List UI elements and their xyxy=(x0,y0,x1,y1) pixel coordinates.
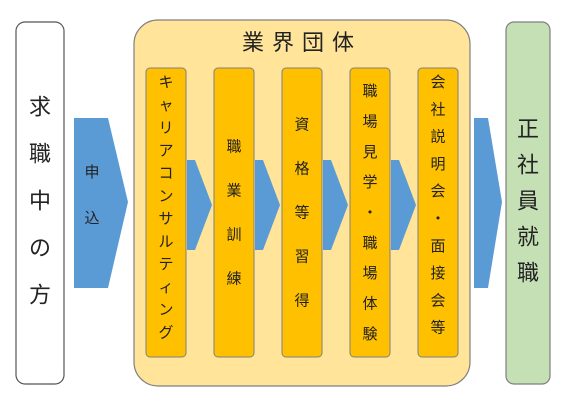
step-label-char: キ xyxy=(158,73,173,91)
step-label-char: 訓 xyxy=(226,226,241,244)
apply-arrow-label-char: 込 xyxy=(84,209,99,227)
step-label-char: 接 xyxy=(430,264,445,282)
step-label-char: 職 xyxy=(362,82,377,100)
step-label-char: 習 xyxy=(294,248,309,266)
end-box-label-char: 員 xyxy=(517,190,539,215)
end-box-label-char: 就 xyxy=(517,226,539,251)
step-label-char: サ xyxy=(158,210,173,228)
step-label-char: 練 xyxy=(226,270,241,288)
step-label-char: 験 xyxy=(362,325,377,343)
step-label-char: リ xyxy=(158,119,173,137)
step-connector-arrow xyxy=(187,160,212,250)
step-label-char: 格 xyxy=(294,160,309,178)
start-box-label-char: 方 xyxy=(29,284,51,309)
step-box-rect xyxy=(145,67,187,358)
step-label-char: 面 xyxy=(430,237,445,255)
start-box-label-char: 求 xyxy=(29,96,51,121)
apply-arrow-label-char: 申 xyxy=(84,163,99,181)
step-label-char: 職 xyxy=(362,234,377,252)
step-label-char: ャ xyxy=(158,96,173,114)
step-connector-arrow xyxy=(323,160,348,250)
step-label-char: 学 xyxy=(362,173,377,191)
step-label-char: ・ xyxy=(430,210,445,228)
step-label-char: テ xyxy=(158,255,173,273)
step-label-char: 会 xyxy=(430,73,445,91)
end-box-label-char: 社 xyxy=(517,154,539,179)
final-arrow xyxy=(474,118,502,288)
step-label-char: 明 xyxy=(430,155,445,173)
step-label-char: 会 xyxy=(430,291,445,309)
step-label-char: 会 xyxy=(430,182,445,200)
apply-arrow-label: 申込 xyxy=(84,163,99,227)
step-label-char: 社 xyxy=(430,100,445,118)
end-box-label-char: 正 xyxy=(517,118,539,143)
step-label-char: 業 xyxy=(226,182,241,200)
step-label-char: 体 xyxy=(362,295,377,313)
start-box-label-char: 職 xyxy=(29,143,51,168)
step-label-char: 等 xyxy=(430,319,445,337)
step-label-char: 場 xyxy=(362,264,377,282)
step-label-char: ・ xyxy=(362,204,377,222)
step-box-rect xyxy=(213,67,255,358)
step-label-char: 見 xyxy=(362,143,377,161)
step-label-char: ル xyxy=(158,232,173,250)
start-box xyxy=(15,21,65,385)
step-label-char: 資 xyxy=(294,116,309,134)
step-connector-arrow xyxy=(255,160,280,250)
step-label-char: 説 xyxy=(430,128,445,146)
end-box xyxy=(505,21,551,385)
industry-group-title: 業界団体 xyxy=(242,31,362,56)
step-label-char: 等 xyxy=(294,204,309,222)
step-connector-arrow xyxy=(391,160,416,250)
step-label-char: ア xyxy=(158,141,173,159)
step-label-char: 職 xyxy=(226,138,241,156)
step-label-char: ィ xyxy=(158,278,173,296)
step-label-char: ン xyxy=(158,301,173,319)
end-box-label-char: 職 xyxy=(517,262,539,287)
step-label-char: 場 xyxy=(362,113,377,131)
start-box-label-char: 中 xyxy=(29,190,51,215)
step-label-char: 得 xyxy=(294,292,309,310)
step-box-rect xyxy=(349,67,391,358)
apply-arrow xyxy=(74,118,128,288)
step-label-char: グ xyxy=(158,323,173,341)
step-label-char: コ xyxy=(158,164,173,182)
step-box-rect xyxy=(417,67,459,358)
step-box-rect xyxy=(281,67,323,358)
step-label-char: ン xyxy=(158,187,173,205)
start-box-label-char: の xyxy=(29,237,51,262)
